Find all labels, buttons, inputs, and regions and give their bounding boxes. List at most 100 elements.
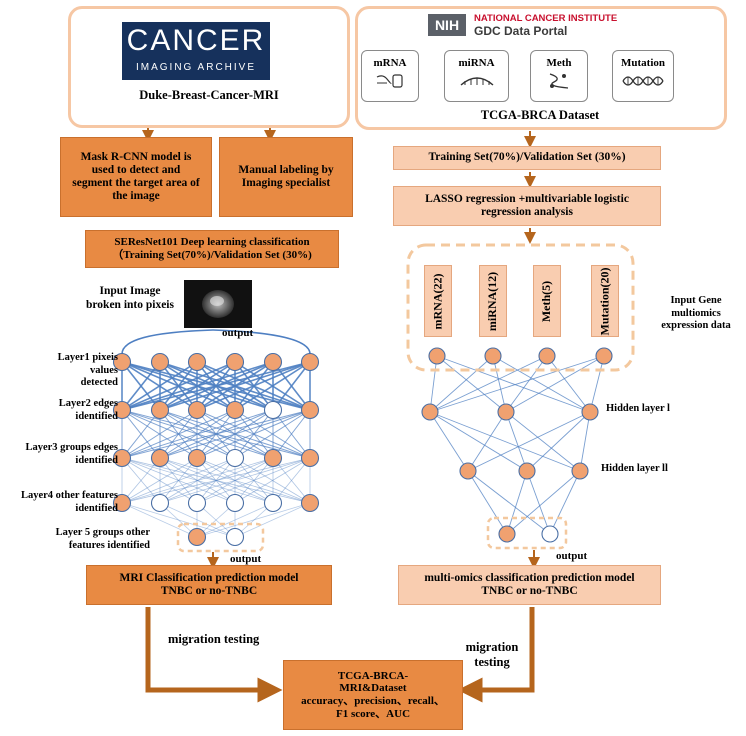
right-net-node [538, 347, 556, 365]
mri-model-line-1: MRI Classification prediction model [119, 571, 299, 584]
left-input-curve [121, 329, 214, 355]
left-net-edge [121, 361, 198, 411]
right-output-highlight [486, 516, 568, 550]
gdc-portal-name: GDC Data Portal [474, 24, 568, 38]
left-net-edge [196, 457, 274, 504]
left-net-edge [159, 457, 198, 504]
left-net-edge [234, 409, 311, 459]
left-net-node [300, 400, 320, 420]
right-net-edge [546, 355, 591, 413]
right-net-node [541, 525, 559, 543]
final-line-3: accuracy、precision、recall、 [301, 695, 445, 707]
left-net-edge [121, 457, 311, 504]
left-output-label: output [230, 553, 262, 565]
right-net-edge [467, 411, 591, 472]
left-net-node [150, 493, 170, 513]
right-net-edge [492, 355, 591, 413]
left-net-edge [234, 457, 274, 504]
left-net-edge [196, 502, 274, 538]
left-net-edge [121, 361, 236, 411]
left-net-edge [196, 502, 311, 538]
left-net-node [187, 400, 207, 420]
right-net-edge [429, 411, 528, 472]
left-net-edge [159, 457, 236, 504]
logo-sub-text: IMAGING ARCHIVE [135, 62, 256, 73]
mri-model-line-2: TNBC or no-TNBC [160, 585, 258, 597]
right-net-edge [429, 355, 605, 413]
mri-input-image [184, 280, 252, 328]
right-net-edge [492, 355, 507, 413]
right-net-node [497, 403, 515, 421]
right-net-node [518, 462, 536, 480]
left-net-node [187, 527, 207, 547]
omics-model-line-2: TNBC or no-TNBC [481, 585, 578, 597]
left-net-edge [121, 502, 236, 538]
right-dataset-title: TCGA-BRCA Dataset [480, 108, 600, 122]
left-net-edge [121, 457, 161, 504]
omic-card-meth: Meth [530, 50, 588, 102]
left-net-edge [121, 409, 311, 459]
left-net-edge [196, 457, 274, 504]
right-net-edge [429, 411, 469, 472]
right-migration-label: migration testing [465, 640, 519, 669]
right-net-edge [505, 355, 548, 413]
input-gene-label: Input Gene multiomics expression data [661, 295, 731, 332]
right-net-edge [467, 470, 508, 535]
lasso-step: LASSO regression +multivariable logistic… [393, 186, 661, 226]
omic-card-mirna: miRNA [444, 50, 509, 102]
right-net-node [459, 462, 477, 480]
left-net-node [225, 493, 245, 513]
arrow-mri-to-final [145, 607, 283, 703]
left-net-node [263, 352, 283, 372]
left-net-edge [121, 361, 161, 411]
left-output-highlight [176, 522, 265, 553]
right-net-edge [589, 355, 605, 413]
left-net-node [263, 448, 283, 468]
left-net-edge [121, 457, 198, 504]
left-output-label-top: output [222, 327, 254, 339]
left-net-edge [121, 361, 274, 411]
left-net-edge [121, 457, 274, 504]
arrow-omics-to-final [457, 607, 535, 703]
left-network-edges [121, 329, 311, 538]
feature-mrna: mRNA(22) [424, 265, 452, 337]
right-net-node [498, 525, 516, 543]
nih-badge: NIH [428, 14, 466, 36]
feature-meth: Meth(5) [533, 265, 561, 337]
left-net-edge [272, 457, 311, 504]
mirna-icon [460, 77, 493, 86]
left-net-node [225, 527, 245, 547]
mri-prediction-model: MRI Classification prediction model TNBC… [86, 565, 332, 605]
dna-icon [622, 76, 664, 86]
final-line-4: F1 score、AUC [335, 707, 411, 720]
left-dataset-title: Duke-Breast-Cancer-MRI [139, 88, 279, 102]
omics-model-line-1: multi-omics classification prediction mo… [424, 571, 635, 584]
left-net-node [263, 493, 283, 513]
left-net-edge [272, 457, 311, 504]
left-net-edge [234, 361, 311, 411]
left-net-edge [196, 457, 236, 504]
input-image-line-1: Input Image [99, 285, 161, 297]
left-net-node [225, 400, 245, 420]
left-net-edge [272, 361, 311, 411]
left-net-edge [121, 457, 311, 504]
left-net-node [150, 400, 170, 420]
left-net-edge [121, 409, 161, 459]
features-highlight [406, 243, 635, 372]
right-net-edge [526, 470, 551, 535]
left-net-node [225, 448, 245, 468]
left-net-edge [234, 457, 311, 504]
left-net-edge [159, 457, 311, 504]
right-input-curve [212, 329, 311, 355]
right-net-edge [436, 355, 591, 413]
left-net-edge [234, 502, 311, 538]
left-net-edge [121, 457, 236, 504]
left-net-edge [159, 409, 311, 459]
right-output-label: output [556, 550, 588, 562]
left-net-node [300, 352, 320, 372]
feature-mirna: miRNA(12) [479, 265, 507, 337]
lasso-line-2: regression analysis [481, 206, 573, 218]
